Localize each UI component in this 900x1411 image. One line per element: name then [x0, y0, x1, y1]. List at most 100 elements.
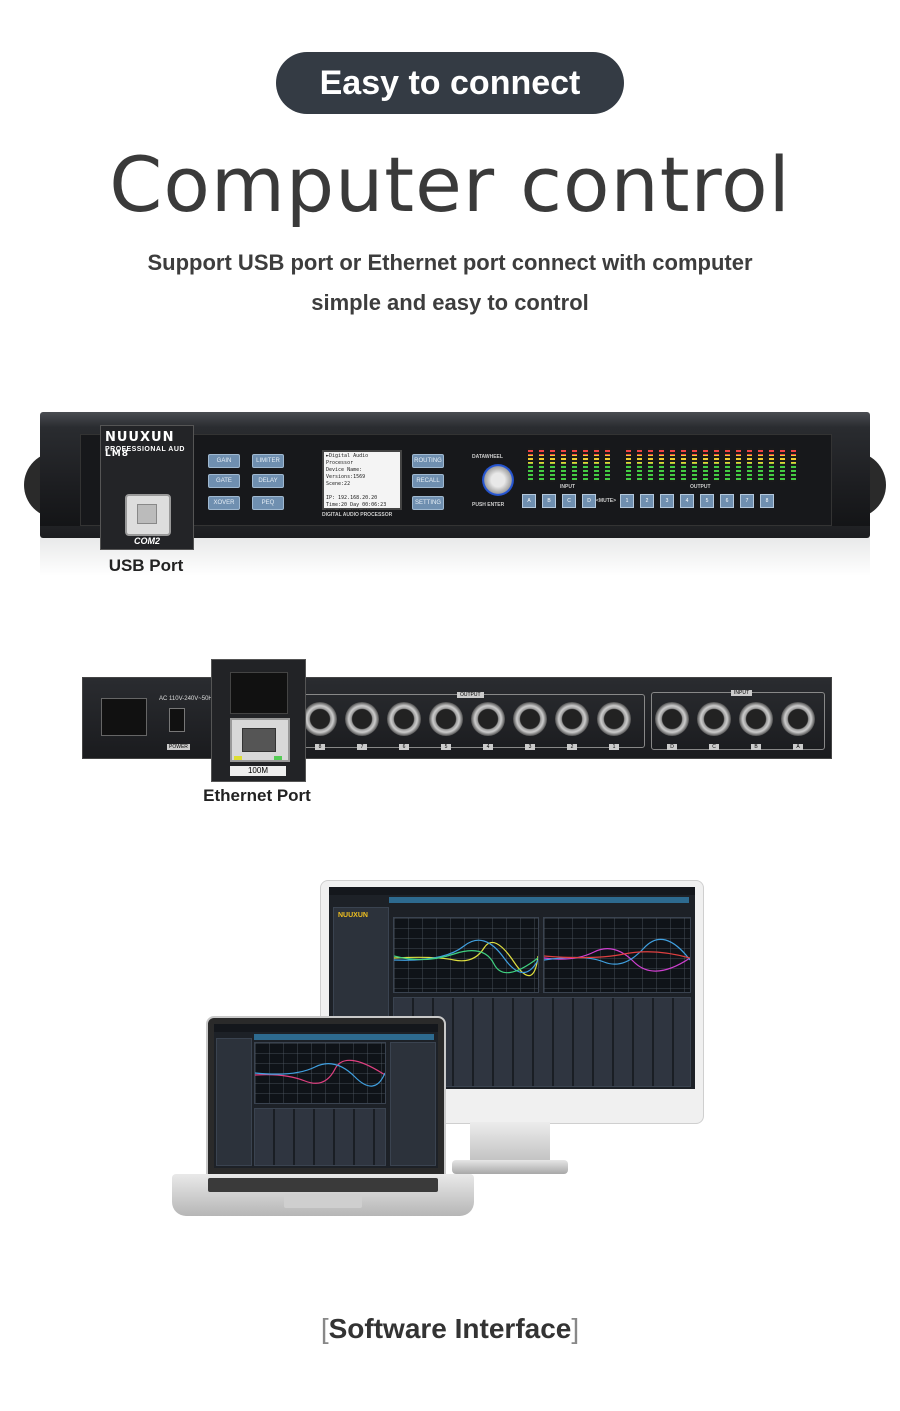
output-number: 5: [441, 744, 451, 750]
usb-port-caption: USB Port: [108, 556, 184, 575]
usb-b-port-icon: [125, 494, 171, 536]
input-group-label: INPUT: [560, 484, 575, 490]
eq-curve-left: [393, 939, 539, 977]
activity-led-icon: [274, 756, 282, 760]
subtitle-line-2: simple and easy to control: [311, 290, 589, 315]
input-key-c: C: [562, 494, 576, 508]
output-number: 1: [609, 744, 619, 750]
input-key-d: D: [582, 494, 596, 508]
desktop-monitor: NUUXUN: [320, 880, 704, 1124]
laptop-lid: [206, 1016, 446, 1178]
rj45-port-icon: [230, 718, 290, 762]
peq-key: PEQ: [252, 496, 284, 510]
ac-voltage-label: AC 110V-240V~50H: [159, 696, 213, 702]
app-tabs: [254, 1034, 434, 1040]
ethernet-housing: [230, 672, 288, 714]
input-letter: A: [793, 744, 803, 750]
xlr-input-connector: [697, 702, 731, 736]
output-number: 8: [315, 744, 325, 750]
power-switch-icon: [169, 708, 185, 732]
app-logo: NUUXUN: [338, 912, 368, 919]
power-inlet-icon: [101, 698, 147, 736]
rear-panel-image: AC 110V-240V~50H POWER OUTPUT 8 7 6 5 4 …: [82, 677, 832, 759]
gain-key: GAIN: [208, 454, 240, 468]
lcd-line: IP: 192.168.20.20: [326, 495, 378, 501]
app-right-panel: [390, 1042, 436, 1166]
subtitle-line-1: Support USB port or Ethernet port connec…: [147, 250, 753, 275]
easy-to-connect-badge: Easy to connect: [276, 52, 624, 114]
gate-key: GATE: [208, 474, 240, 488]
knob-label-bottom: PUSH ENTER: [472, 502, 505, 508]
bracket-open: [: [320, 1313, 329, 1344]
output-number: 4: [483, 744, 493, 750]
brand-subtitle: PROFESSIONAL AUD: [105, 446, 185, 453]
app-titlebar: [329, 887, 695, 895]
setting-key: SETTING: [412, 496, 444, 510]
laptop-keyboard-deck: [172, 1174, 474, 1216]
monitor-stand-neck: [470, 1122, 550, 1166]
app-tabs: [389, 897, 689, 903]
output-key-6: 6: [720, 494, 734, 508]
output-key-4: 4: [680, 494, 694, 508]
output-key-8: 8: [760, 494, 774, 508]
input-letter: B: [751, 744, 761, 750]
lcd-line: DSP:15% ARM:21%: [326, 509, 372, 515]
app-sidebar: [216, 1038, 252, 1166]
ethernet-speed-label: 100M: [230, 766, 286, 776]
brand-logo: NUUXUN LM8: [105, 430, 175, 459]
channel-list: [254, 1108, 386, 1166]
lcd-display: ►Digital Audio Processor Device Name: Ve…: [322, 450, 402, 515]
xlr-output-connector: [513, 702, 547, 736]
bracket-close: ]: [571, 1313, 580, 1344]
lcd-line: ►Digital Audio Processor: [326, 453, 369, 466]
power-label: POWER: [167, 744, 190, 750]
desktop-software-screen: NUUXUN: [329, 887, 695, 1089]
link-led-icon: [234, 756, 242, 760]
software-interface-text: Software Interface: [328, 1313, 572, 1344]
lcd-line: Scene:22: [326, 481, 351, 487]
xlr-output-connector: [597, 702, 631, 736]
xlr-input-connector: [781, 702, 815, 736]
lcd-line: [326, 488, 398, 495]
output-key-2: 2: [640, 494, 654, 508]
recall-key: RECALL: [412, 474, 444, 488]
input-key-b: B: [542, 494, 556, 508]
xlr-output-connector: [303, 702, 337, 736]
output-key-5: 5: [700, 494, 714, 508]
eq-curve-graph: [543, 917, 691, 993]
output-number: 6: [399, 744, 409, 750]
output-number: 3: [525, 744, 535, 750]
usb-port-label: COM2: [133, 536, 160, 546]
trackpad-icon: [284, 1194, 362, 1208]
xlr-output-connector: [471, 702, 505, 736]
ethernet-port-caption: Ethernet Port: [203, 786, 311, 805]
output-key-3: 3: [660, 494, 674, 508]
laptop-software-screen: [214, 1024, 438, 1168]
badge-label: Easy to connect: [319, 63, 581, 102]
app-titlebar: [214, 1024, 438, 1032]
eq-curve-graph: [393, 917, 539, 993]
xlr-output-connector: [387, 702, 421, 736]
eq-curve-laptop: [254, 1059, 386, 1087]
rear-input-label: INPUT: [731, 690, 752, 696]
page-title: Computer control: [109, 140, 791, 229]
input-letter: D: [667, 744, 677, 750]
rear-output-label: OUTPUT: [457, 692, 484, 698]
xlr-output-connector: [555, 702, 589, 736]
delay-key: DELAY: [252, 474, 284, 488]
xlr-output-connector: [429, 702, 463, 736]
xlr-input-connector: [739, 702, 773, 736]
output-group-label: OUTPUT: [690, 484, 711, 490]
input-key-a: A: [522, 494, 536, 508]
routing-key: ROUTING: [412, 454, 444, 468]
lcd-line: Device Name:: [326, 467, 363, 473]
xlr-input-connector: [655, 702, 689, 736]
ethernet-port-callout: 100M: [211, 659, 306, 782]
xlr-output-connector: [345, 702, 379, 736]
usb-port-callout: NUUXUN LM8 PROFESSIONAL AUD COM2: [100, 425, 194, 550]
input-letter: C: [709, 744, 719, 750]
eq-curve-right: [543, 938, 691, 972]
keyboard-icon: [208, 1178, 438, 1192]
output-number: 7: [357, 744, 367, 750]
mute-label: <MUTE>: [596, 498, 617, 504]
